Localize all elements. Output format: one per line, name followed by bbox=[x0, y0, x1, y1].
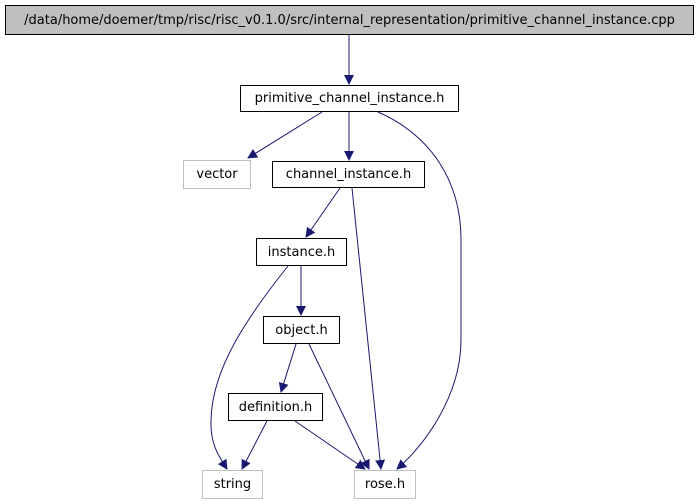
root-file-node: /data/home/doemer/tmp/risc/risc_v0.1.0/s… bbox=[5, 5, 694, 35]
node-label: vector bbox=[196, 167, 238, 182]
edge-definition-h-to-string bbox=[241, 420, 268, 470]
edge-instance-h-to-string bbox=[210, 265, 289, 470]
edge-primitive-channel-instance-h-to-rose-h bbox=[377, 111, 462, 470]
node-label: instance.h bbox=[267, 244, 336, 260]
node-label: primitive_channel_instance.h bbox=[254, 91, 445, 106]
node-definition-h[interactable]: definition.h bbox=[228, 393, 323, 421]
edge-definition-h-to-rose-h bbox=[294, 420, 366, 470]
edge-object-h-to-definition-h bbox=[278, 343, 297, 393]
node-string: string bbox=[202, 470, 263, 499]
node-primitive-channel-instance-h[interactable]: primitive_channel_instance.h bbox=[240, 85, 459, 112]
edge-object-h-to-rose-h bbox=[308, 343, 370, 470]
node-object-h[interactable]: object.h bbox=[263, 316, 340, 344]
node-vector: vector bbox=[183, 160, 251, 189]
node-label: definition.h bbox=[238, 399, 313, 415]
node-label: string bbox=[213, 477, 252, 492]
node-label: object.h bbox=[275, 322, 328, 338]
edge-channel-instance-h-to-rose-h bbox=[351, 187, 386, 470]
edge-primitive-channel-instance-h-to-vector bbox=[247, 111, 323, 159]
node-label: channel_instance.h bbox=[285, 167, 412, 182]
node-rose-h: rose.h bbox=[354, 470, 416, 499]
root-file-label: /data/home/doemer/tmp/risc/risc_v0.1.0/s… bbox=[24, 12, 675, 28]
node-channel-instance-h[interactable]: channel_instance.h bbox=[272, 161, 425, 188]
edge-channel-instance-h-to-instance-h bbox=[305, 187, 341, 238]
node-instance-h[interactable]: instance.h bbox=[256, 238, 347, 266]
node-label: rose.h bbox=[364, 477, 406, 492]
